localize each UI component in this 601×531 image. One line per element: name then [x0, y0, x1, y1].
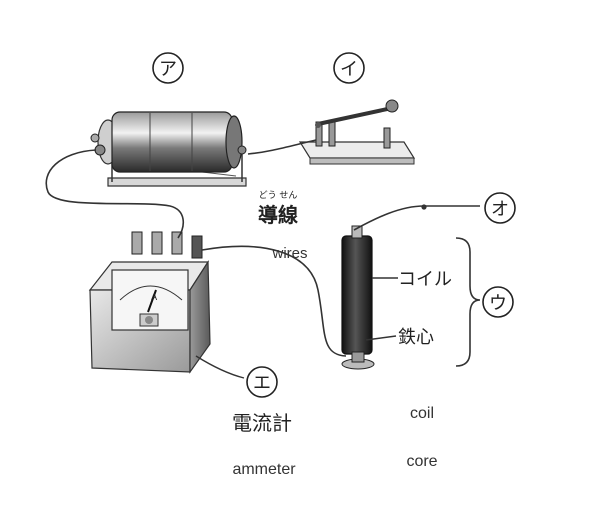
- marker-u-text: ウ: [489, 293, 507, 314]
- core-jp-label: 鉄心: [398, 327, 434, 348]
- wires-en-label: wires: [271, 245, 307, 262]
- ammeter-jp-label: 電流計: [232, 411, 292, 435]
- electromagnet-coil-device: [341, 225, 375, 370]
- marker-u: ウ: [482, 286, 514, 318]
- marker-i: イ: [333, 52, 365, 84]
- ammeter-dial-unit: A: [151, 293, 158, 303]
- coil-jp-label: コイル: [398, 269, 452, 290]
- wires-ruby-label: どう せん: [259, 190, 298, 201]
- knife-switch-device: [298, 99, 416, 165]
- marker-e-text: エ: [253, 373, 271, 394]
- ammeter-device: A: [88, 231, 211, 374]
- marker-o-text: オ: [491, 199, 509, 220]
- marker-e: エ: [246, 366, 278, 398]
- wire-junction-dot: [421, 204, 427, 210]
- coil-en-label: coil: [410, 405, 434, 422]
- coil-group-bracket: [455, 237, 481, 367]
- marker-a-text: ア: [159, 59, 177, 80]
- label-leader-lines: [195, 277, 398, 379]
- marker-a: ア: [152, 52, 184, 84]
- core-en-label: core: [406, 453, 437, 470]
- ammeter-en-label: ammeter: [232, 461, 296, 478]
- marker-o: オ: [484, 192, 516, 224]
- power-supply-device: [90, 111, 247, 187]
- marker-i-text: イ: [340, 59, 358, 80]
- wires-jp-label: 導線: [258, 203, 298, 227]
